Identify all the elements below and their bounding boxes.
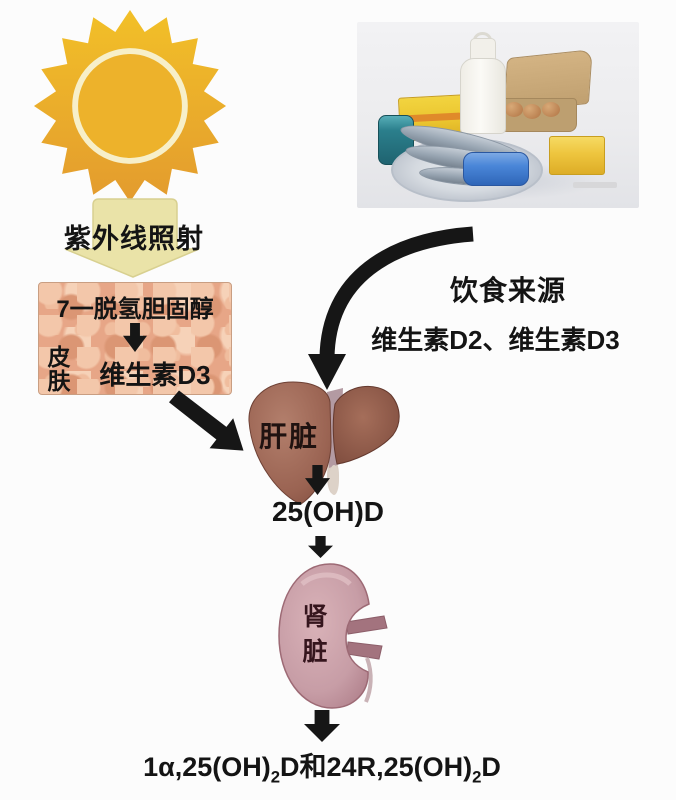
butter-block bbox=[549, 136, 605, 175]
liver-illustration bbox=[248, 381, 400, 505]
down-arrow-icon bbox=[123, 323, 147, 352]
diet-source-label: 饮食来源 bbox=[449, 275, 566, 306]
vitamin-d3-label: 维生素D3 bbox=[99, 360, 211, 390]
egg bbox=[505, 102, 523, 117]
milk-bottle bbox=[460, 58, 506, 134]
uv-irradiation-label: 紫外线照射 bbox=[64, 224, 204, 254]
diet-vitamins-label: 维生素D2、维生素D3 bbox=[371, 325, 620, 355]
egg bbox=[542, 102, 560, 117]
metabolite-25ohd-label: 25(OH)D bbox=[271, 496, 384, 527]
liver-label: 肝脏 bbox=[259, 421, 320, 452]
formula-part: D和24R,25(OH) bbox=[280, 752, 473, 782]
kidney-label: 肾脏 bbox=[302, 603, 328, 666]
formula-subscript: 2 bbox=[270, 767, 281, 787]
skin-organ-label: 皮肤 bbox=[47, 344, 71, 394]
kidney-illustration bbox=[278, 563, 388, 709]
formula-subscript: 2 bbox=[472, 767, 482, 787]
sardine-can bbox=[463, 152, 529, 186]
precursor-label: 7一脱氢胆固醇 bbox=[56, 296, 214, 323]
egg bbox=[523, 104, 541, 119]
food-photo bbox=[357, 22, 639, 208]
down-arrow-icon bbox=[305, 465, 330, 495]
formula-part: D bbox=[481, 752, 501, 782]
photo-watermark bbox=[573, 182, 617, 188]
down-arrow-icon bbox=[308, 536, 333, 558]
curved-arrow-icon bbox=[308, 226, 474, 390]
formula-part: 1α,25(OH) bbox=[143, 752, 271, 782]
sun-icon bbox=[33, 9, 227, 203]
down-arrow-icon bbox=[304, 710, 340, 742]
skin-box: 7一脱氢胆固醇 皮肤 维生素D3 bbox=[38, 282, 232, 395]
uv-down-arrow-icon bbox=[64, 198, 200, 278]
diagonal-arrow-icon bbox=[169, 390, 244, 451]
final-products-label: 1α,25(OH)2D和24R,25(OH)2D bbox=[62, 745, 582, 787]
